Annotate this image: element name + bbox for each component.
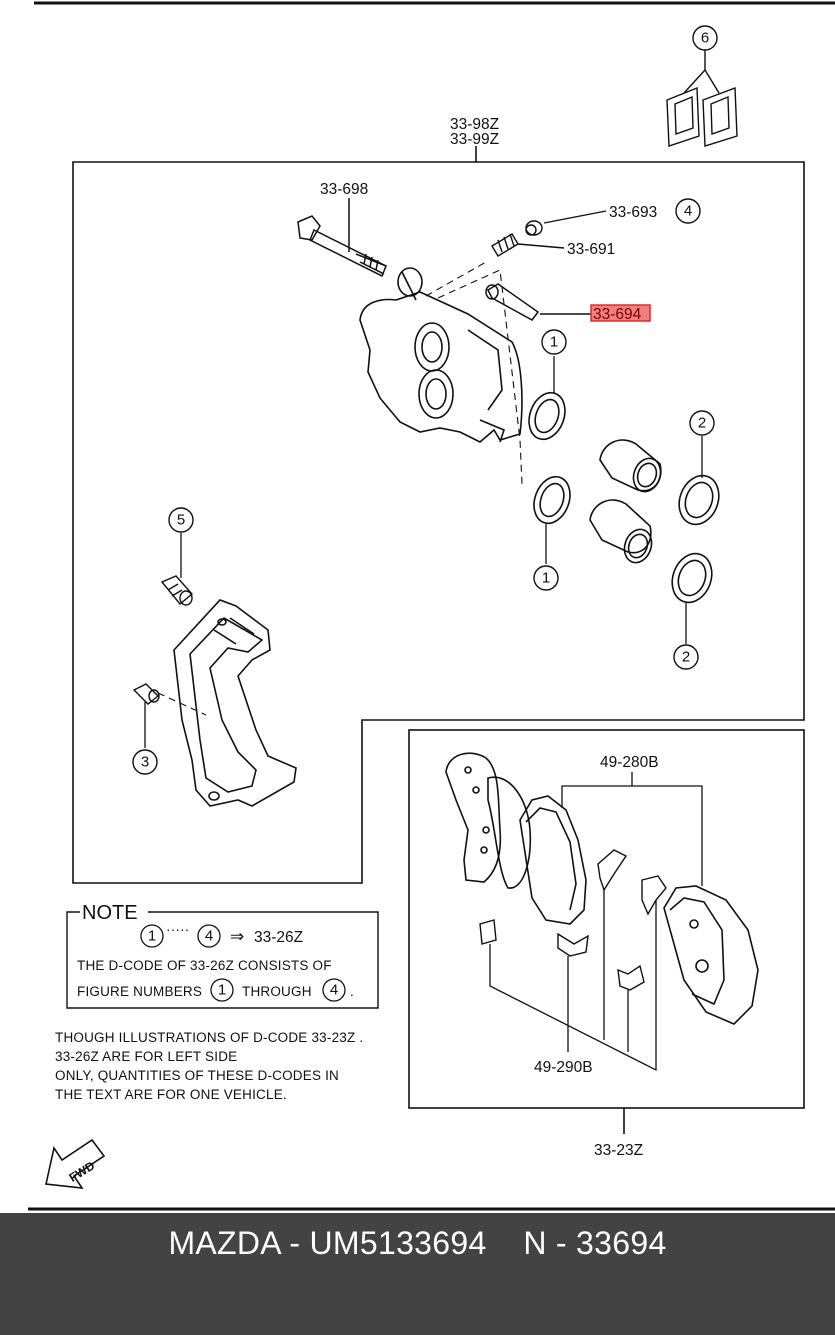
pad-shim-icon (666, 50, 738, 147)
pads-code: 49-280B (600, 754, 659, 771)
seal-ring-icon (528, 391, 571, 525)
assembly-code-1: 33-98Z (450, 116, 499, 133)
note-dots: ····· (166, 922, 189, 937)
cap-icon (525, 210, 607, 236)
caption-line-1: THOUGH ILLUSTRATIONS OF D-CODE 33-23Z . (55, 1030, 363, 1045)
guide-pin-code[interactable]: 33-694 (593, 306, 642, 323)
bolt-code: 33-698 (320, 181, 368, 198)
note-code: 33-26Z (254, 929, 303, 946)
callout-1-seal-lower: 1 (542, 570, 550, 587)
part-number-title: MAZDA - UM5133694 N - 33694 (168, 1225, 667, 1261)
callout-3: 3 (141, 754, 149, 771)
footer-bar: MAZDA - UM5133694 N - 33694 (0, 1213, 835, 1335)
callout-1-seal: 1 (550, 334, 558, 351)
bleeder-screw-icon (491, 233, 565, 257)
dust-boot-icon (671, 474, 720, 604)
caliper-assembly-frame (72, 161, 805, 884)
note-line3-b: THROUGH (242, 984, 312, 999)
fwd-label: FWD (67, 1158, 98, 1185)
bleeder-code: 33-691 (567, 241, 615, 258)
note-line3-end: . (350, 984, 354, 999)
callout-2-boot: 2 (698, 415, 706, 432)
caliper-bracket-icon (173, 599, 297, 807)
bolt-icon (297, 198, 387, 278)
note-line3-a: FIGURE NUMBERS (77, 984, 202, 999)
cap-code: 33-693 (609, 204, 657, 221)
note-heading: NOTE (82, 902, 138, 924)
bracket-bolt-icon (160, 575, 194, 606)
piston-icon (589, 439, 662, 564)
callout-4: 4 (684, 203, 692, 220)
callout-6: 6 (701, 30, 709, 47)
caliper-body-icon (359, 267, 523, 443)
parts-diagram: 33-98Z 33-99Z 33-698 33-693 33-691 33-69… (28, 1, 835, 1211)
pad-set-code: 33-23Z (594, 1142, 643, 1159)
brake-pad-icon (445, 752, 759, 1025)
callout-2-boot-lower: 2 (682, 649, 690, 666)
caption-line-4: THE TEXT ARE FOR ONE VEHICLE. (55, 1087, 287, 1102)
note-line3-num2: 4 (330, 982, 338, 999)
fwd-arrow-icon (45, 1138, 106, 1189)
highlight-box (590, 304, 651, 322)
caption-line-3: ONLY, QUANTITIES OF THESE D-CODES IN (55, 1068, 339, 1083)
assembly-code-2: 33-99Z (450, 131, 499, 148)
note-line2: THE D-CODE OF 33-26Z CONSISTS OF (77, 958, 332, 973)
pad-kit-frame (408, 729, 805, 1109)
note-line3-num1: 1 (218, 982, 226, 999)
guide-pin-icon (485, 283, 591, 321)
note-to-num: 4 (205, 928, 213, 945)
caption-line-2: 33-26Z ARE FOR LEFT SIDE (55, 1049, 237, 1064)
clips-code: 49-290B (534, 1059, 593, 1076)
callout-5: 5 (177, 512, 185, 529)
note-from-num: 1 (148, 928, 156, 945)
bracket-bleeder-icon (132, 683, 160, 705)
note-arrow: ⇒ (230, 927, 244, 946)
